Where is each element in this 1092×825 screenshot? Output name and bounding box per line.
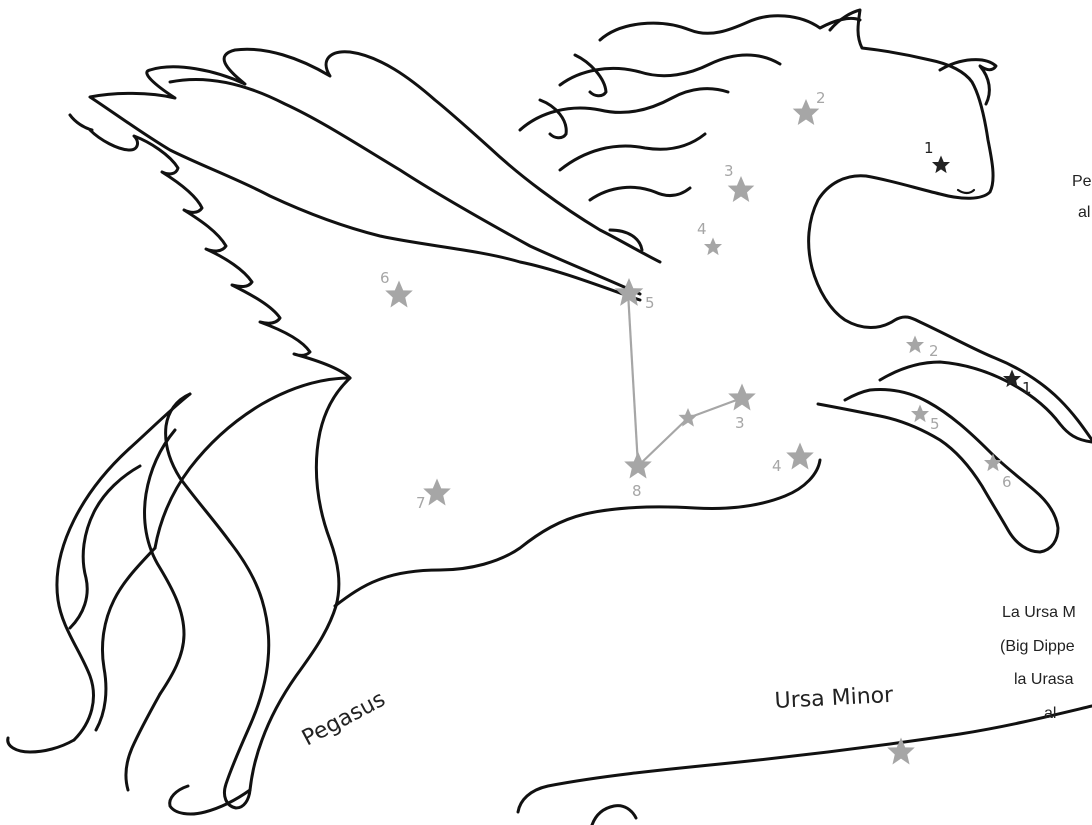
- star-label: 1: [924, 139, 934, 157]
- side-note-line: Pe: [1072, 173, 1092, 190]
- constellation-lines: [628, 292, 742, 466]
- star-label: 6: [380, 269, 390, 287]
- star-labels: 2 3 4 5 6 3 8 4 7 1 2 1 5 6: [380, 89, 1032, 512]
- ursa-minor-outline: [518, 706, 1092, 825]
- star-label: 5: [645, 294, 655, 312]
- star-label: 1: [1022, 379, 1032, 397]
- star-icon: [911, 405, 929, 423]
- ursa-side-note: La Ursa M (Big Dippe la Urasa al: [1000, 604, 1076, 722]
- star-label: 3: [735, 414, 745, 432]
- star-label: 3: [724, 162, 734, 180]
- wing-outline: [70, 49, 660, 378]
- body-rear-outline: [8, 378, 820, 814]
- star-label: 4: [772, 457, 782, 475]
- side-note-line: al: [1044, 705, 1056, 722]
- star-icon: [704, 238, 722, 256]
- star-icon: [786, 443, 814, 470]
- side-note-line: la Urasa: [1014, 671, 1074, 688]
- side-note-line: (Big Dippe: [1000, 638, 1075, 655]
- mane-outline: [520, 16, 860, 250]
- star-icon: [906, 336, 924, 354]
- star-label: 7: [416, 494, 426, 512]
- body-front-outline: [812, 268, 1092, 552]
- pegasus-name: Pegasus: [298, 687, 390, 751]
- pegasus-side-note: Pe al: [1072, 173, 1092, 221]
- side-note-line: La Ursa M: [1002, 604, 1076, 621]
- star-icon: [984, 454, 1002, 472]
- ursa-minor-name: Ursa Minor: [774, 683, 895, 714]
- star-label: 2: [816, 89, 826, 107]
- side-note-line: al: [1078, 204, 1090, 221]
- star-label: 5: [930, 415, 940, 433]
- head-outline: [809, 10, 996, 268]
- star-icon: [423, 479, 451, 506]
- star-label: 2: [929, 342, 939, 360]
- star-icon: [728, 384, 756, 411]
- star-label: 8: [632, 482, 642, 500]
- star-label: 6: [1002, 473, 1012, 491]
- star-label: 4: [697, 220, 707, 238]
- star-icon: [932, 156, 950, 174]
